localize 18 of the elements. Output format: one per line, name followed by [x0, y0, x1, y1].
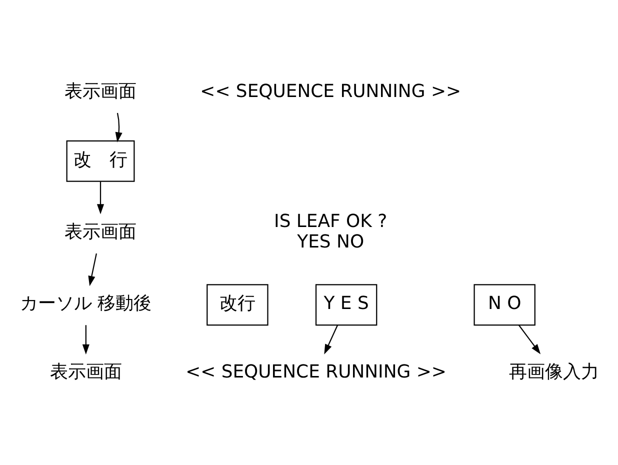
node-box: 改行 — [206, 284, 268, 326]
arrow — [324, 324, 338, 354]
node-text: IS LEAF OK ? YES NO — [274, 210, 388, 252]
arrow — [518, 324, 541, 354]
arrow — [96, 181, 104, 214]
node-text: カーソル 移動後 — [20, 292, 152, 314]
node-text: 表示画面 — [50, 361, 122, 382]
node-box: Y E S — [315, 284, 378, 326]
node-text: << SEQUENCE RUNNING >> — [186, 361, 446, 382]
node-text: 再画像入力 — [508, 361, 599, 382]
node-text: << SEQUENCE RUNNING >> — [200, 80, 462, 102]
node-text: 表示画面 — [64, 80, 137, 102]
arrow — [115, 112, 122, 142]
node-box: N O — [474, 284, 536, 326]
arrow — [82, 324, 90, 354]
arrow — [88, 252, 97, 286]
node-box: 改 行 — [66, 140, 135, 182]
node-text: 表示画面 — [64, 220, 137, 242]
